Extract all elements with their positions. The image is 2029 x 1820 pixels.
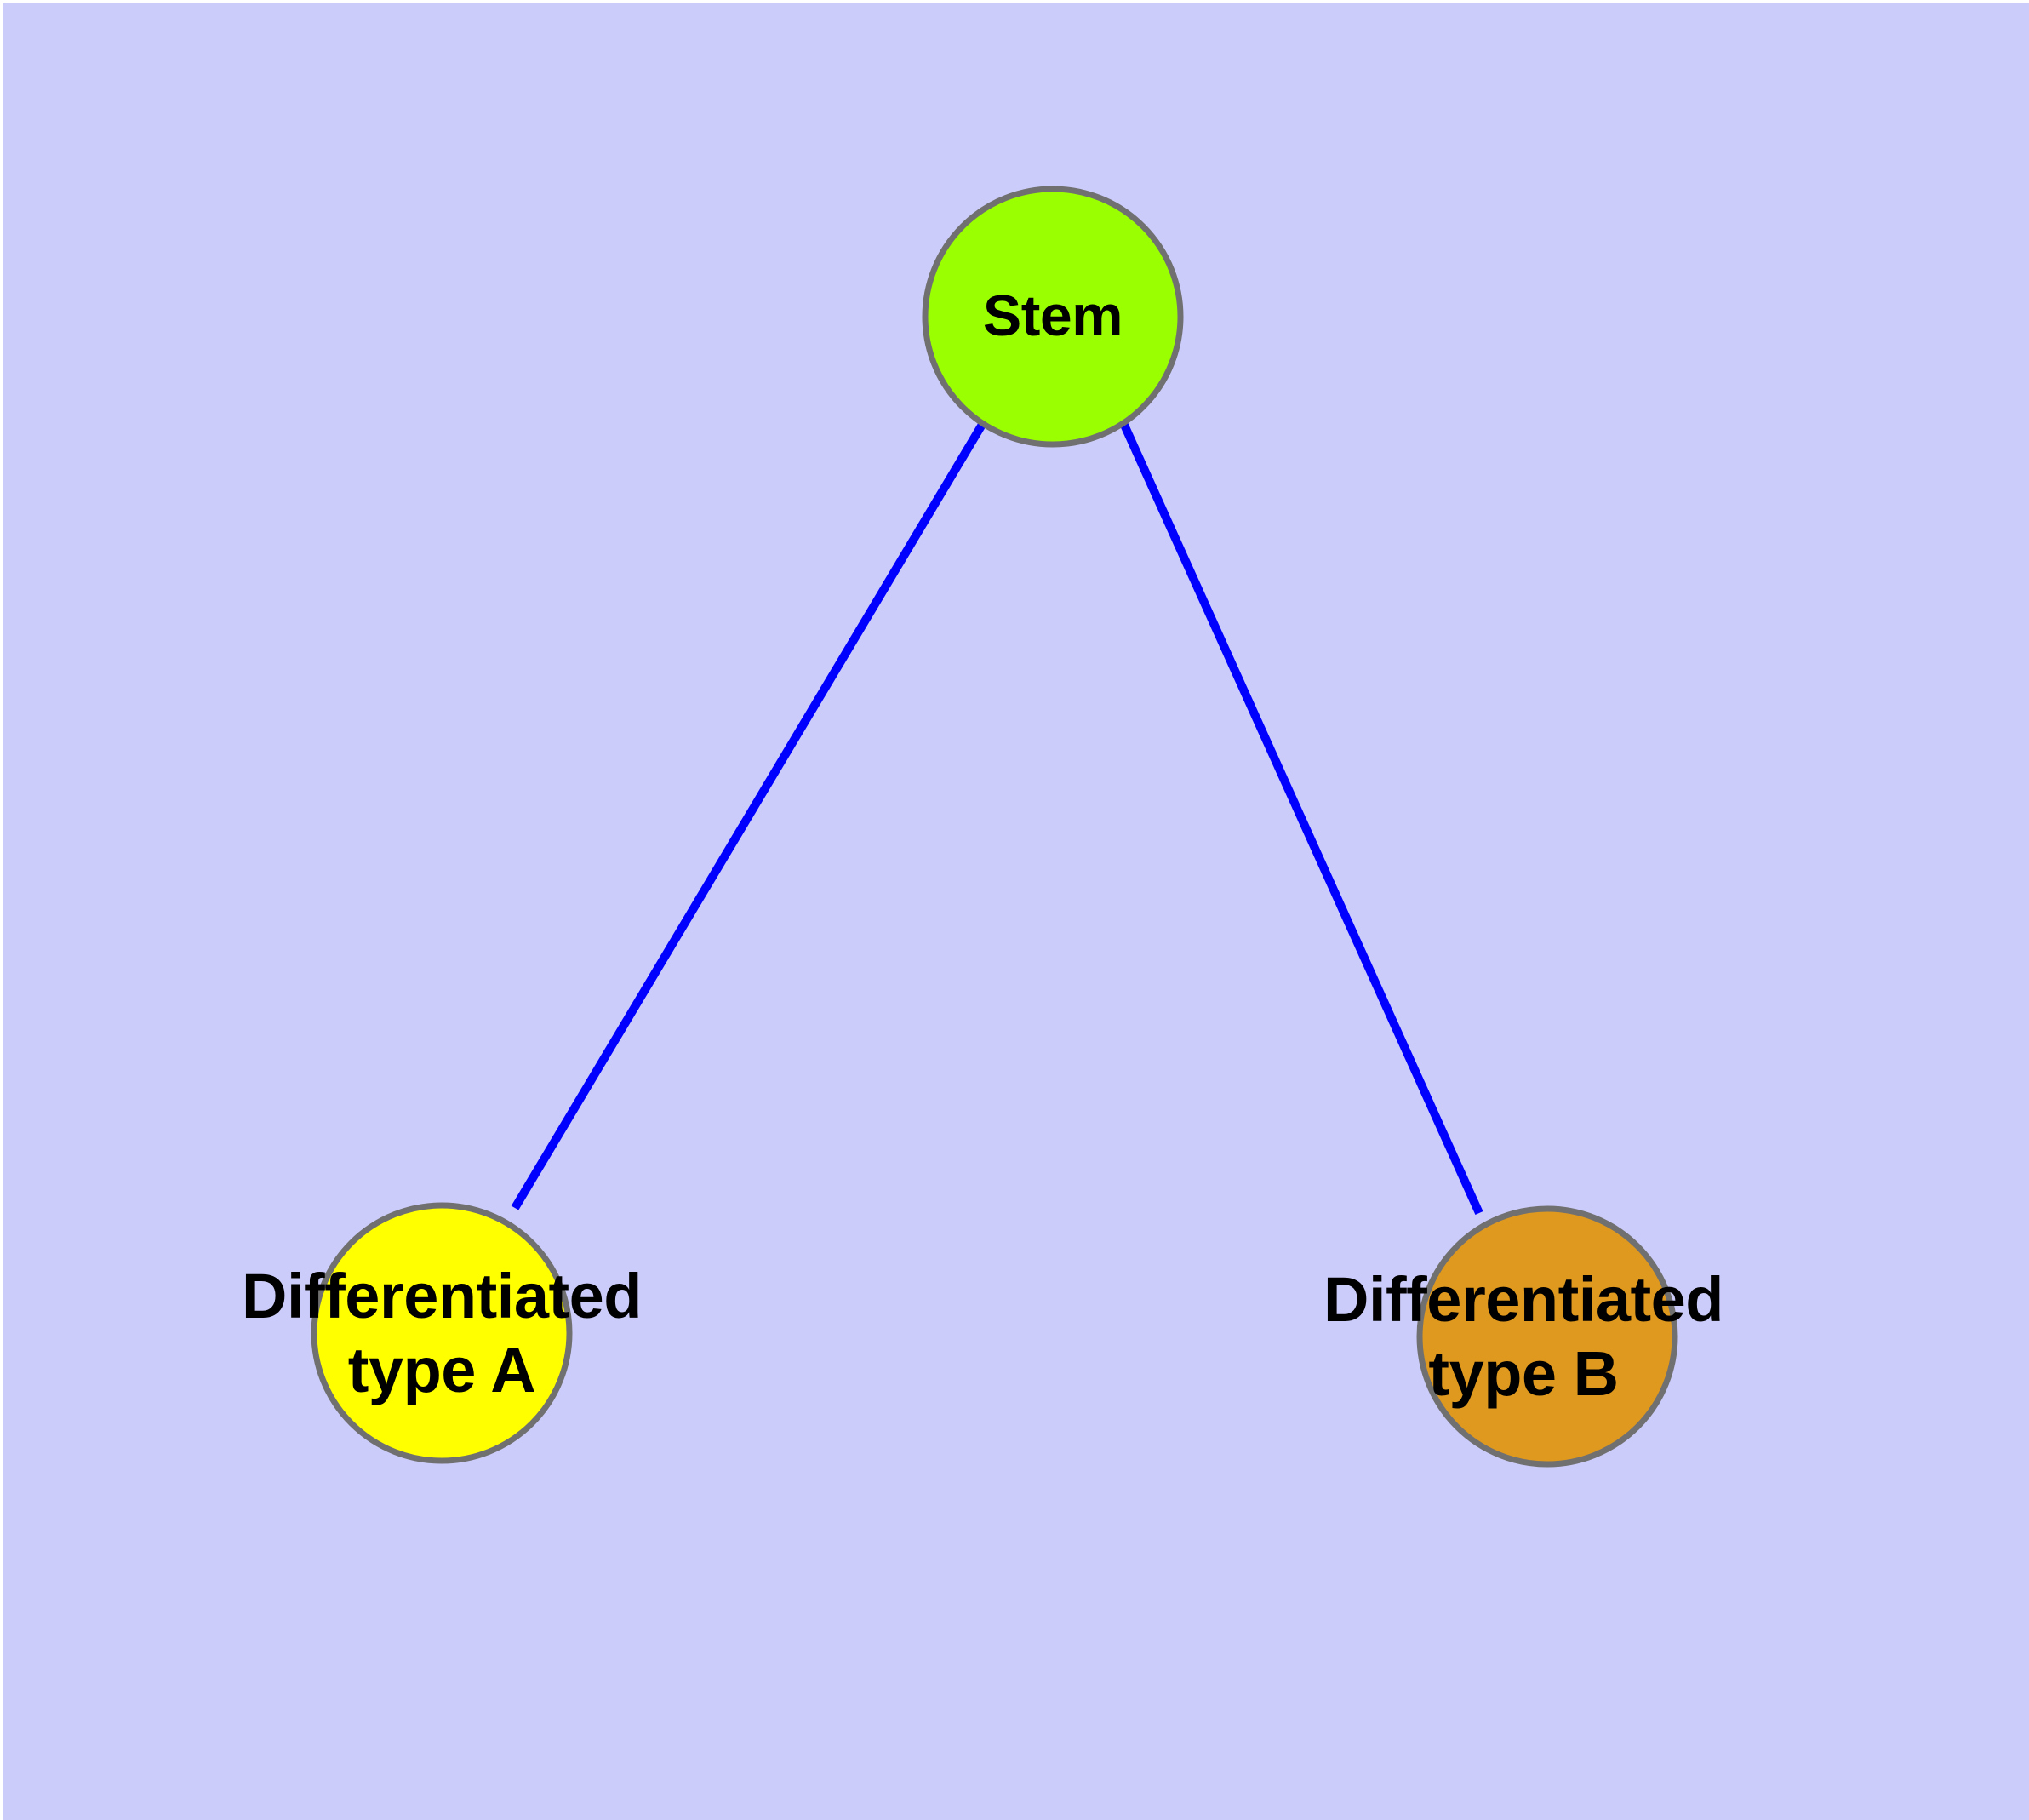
edge-stem-to-differentiated-type-a <box>511 421 987 1210</box>
edge-stem-to-differentiated-type-b <box>1119 421 1483 1216</box>
node-differentiated-type-b[interactable] <box>1416 1205 1678 1468</box>
node-differentiated-type-a[interactable] <box>311 1202 573 1464</box>
node-layer <box>311 186 1678 1468</box>
node-stem[interactable] <box>922 186 1184 448</box>
edge-layer <box>511 421 1483 1216</box>
